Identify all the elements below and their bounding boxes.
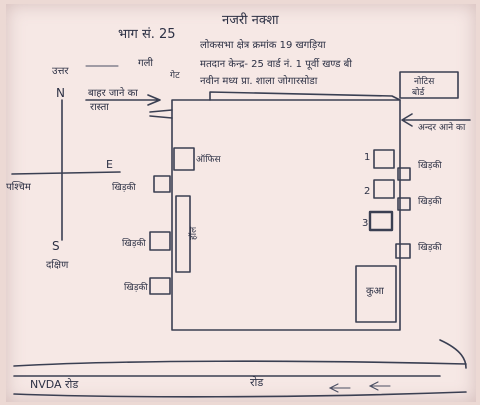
exit-arrow (85, 94, 161, 106)
well-room (355, 265, 397, 323)
left-window-label-3: खिड़की (124, 281, 148, 293)
compass-ew-line (11, 171, 121, 175)
compass-north-label: उत्तर (52, 66, 69, 77)
right-window-3 (395, 243, 411, 259)
gate-label: गेट (170, 69, 180, 81)
compass-south-letter: S (52, 239, 60, 253)
well-label: कुआ (366, 286, 385, 297)
room-number-1: 1 (364, 152, 370, 163)
road-left-label: NVDA रोड (30, 378, 78, 391)
road-mid-label: रोड (250, 376, 263, 389)
room-number-3: 3 (362, 218, 368, 229)
header-line-3: नवीन मध्य प्रा. शाला जोगारसोडा (200, 75, 318, 87)
exit-arrow-2 (149, 109, 173, 113)
right-window-label-3: खिड़की (418, 241, 442, 253)
road-arrow (328, 383, 351, 393)
notice-board-label: बोर्ड (412, 86, 425, 98)
entry-path-label: अन्दर आने का (418, 121, 466, 133)
room-2 (373, 179, 395, 199)
right-window-label-1: खिड़की (418, 159, 442, 171)
left-window-label-2: खिड़की (122, 237, 146, 249)
entry-arrow (401, 113, 471, 127)
building-top-wall (209, 91, 401, 101)
exit-path-label: बाहर जाने का (88, 87, 138, 99)
room-3 (368, 210, 394, 232)
exit-arrow-3 (149, 115, 173, 119)
compass-north-letter: N (56, 86, 65, 100)
right-window-1 (397, 167, 411, 181)
road-bottom-edge (13, 391, 467, 398)
exit-path-label-2: रास्ता (90, 102, 109, 113)
header-line-2: मतदान केन्द्र- 25 वार्ड नं. 1 पूर्वी खण्… (200, 58, 352, 70)
room-1 (373, 149, 395, 169)
office-box (173, 147, 195, 171)
road-top-edge (13, 360, 467, 367)
right-window-2 (397, 197, 411, 211)
map-title: नजरी नक्शा (222, 12, 279, 28)
road-curve-right (439, 339, 467, 369)
compass-west-label: पश्चिम (6, 181, 32, 193)
notice-label: नोटिस (414, 75, 435, 87)
left-window-1 (153, 175, 171, 193)
compass-south-label: दक्षिण (46, 259, 69, 271)
gali-label: गली (138, 57, 153, 69)
left-window-3 (149, 277, 171, 295)
left-window-label-1: खिड़की (112, 181, 136, 193)
office-label: ऑफिस (196, 153, 221, 165)
road-arrow-2 (368, 381, 391, 391)
hall-box (175, 195, 191, 273)
notice-board (399, 71, 459, 99)
left-window-2 (149, 231, 171, 251)
header-line-1: लोकसभा क्षेत्र क्रमांक 19 खगड़िया (200, 39, 326, 51)
room-number-2: 2 (364, 186, 370, 197)
right-window-label-2: खिड़की (418, 195, 442, 207)
compass-east-letter: E (106, 158, 113, 171)
part-number-label: भाग सं. 25 (118, 27, 176, 42)
school-building (171, 99, 401, 331)
hall-label: हॉल (188, 226, 199, 240)
